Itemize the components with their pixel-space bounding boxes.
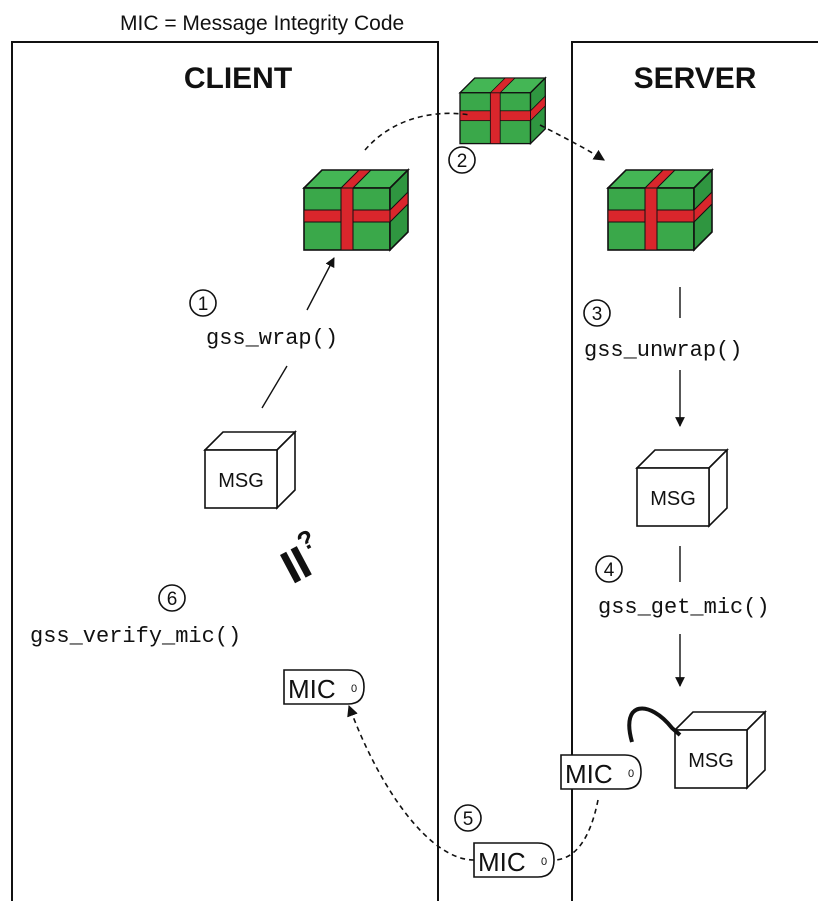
mic-tag-string <box>627 706 682 743</box>
client-mic-label: MIC <box>288 674 336 704</box>
client-panel <box>11 41 439 906</box>
transfer-arc-right <box>539 124 605 161</box>
return-path-left <box>347 704 475 861</box>
legend-text: MIC = Message Integrity Code <box>120 12 404 35</box>
step-badge-2: 2 <box>448 146 476 174</box>
transfer-arc-left <box>364 112 471 151</box>
step-number-1: 1 <box>198 294 209 315</box>
server-mic-tag-icon: MIC 0 <box>560 754 642 790</box>
return-path-right <box>555 799 599 861</box>
server-msg-label: MSG <box>650 488 696 510</box>
transit-mic-digit: 0 <box>541 856 547 868</box>
client-title: CLIENT <box>184 62 292 95</box>
transit-mic-tag-icon: MIC 0 <box>473 842 555 878</box>
client-msg-label: MSG <box>218 470 264 492</box>
call-gss-verify-mic: gss_verify_mic() <box>30 624 241 649</box>
compare-mark-icon: ? <box>280 523 320 584</box>
step-number-6: 6 <box>167 589 178 610</box>
step-badge-6: 6 <box>158 584 186 612</box>
server-mic-message-box-icon: MSG <box>674 711 766 789</box>
step-number-4: 4 <box>604 560 615 581</box>
call-gss-wrap: gss_wrap() <box>206 326 338 351</box>
server-panel <box>571 41 818 906</box>
client-mic-tag-icon: MIC 0 <box>283 669 365 705</box>
client-gift-package-icon <box>303 169 409 251</box>
transit-gift-package-icon <box>459 77 546 145</box>
server-gift-package-icon <box>607 169 713 251</box>
server-mic-msg-label: MSG <box>688 750 734 772</box>
step-number-2: 2 <box>457 151 468 172</box>
step-badge-1: 1 <box>189 289 217 317</box>
server-title: SERVER <box>634 62 757 95</box>
transit-mic-label: MIC <box>478 847 526 877</box>
step-badge-4: 4 <box>595 555 623 583</box>
client-flow-arrow-wrap <box>306 257 335 311</box>
step-badge-5: 5 <box>454 804 482 832</box>
server-message-box-icon: MSG <box>636 449 728 527</box>
server-mic-digit: 0 <box>628 768 634 780</box>
server-mic-label: MIC <box>565 759 613 789</box>
client-message-box-icon: MSG <box>204 431 296 509</box>
step-badge-3: 3 <box>583 299 611 327</box>
call-gss-get-mic: gss_get_mic() <box>598 595 770 620</box>
client-mic-digit: 0 <box>351 683 357 695</box>
call-gss-unwrap: gss_unwrap() <box>584 338 742 363</box>
step-number-5: 5 <box>463 809 474 830</box>
client-flow-line-lower <box>261 365 288 409</box>
step-number-3: 3 <box>592 304 603 325</box>
